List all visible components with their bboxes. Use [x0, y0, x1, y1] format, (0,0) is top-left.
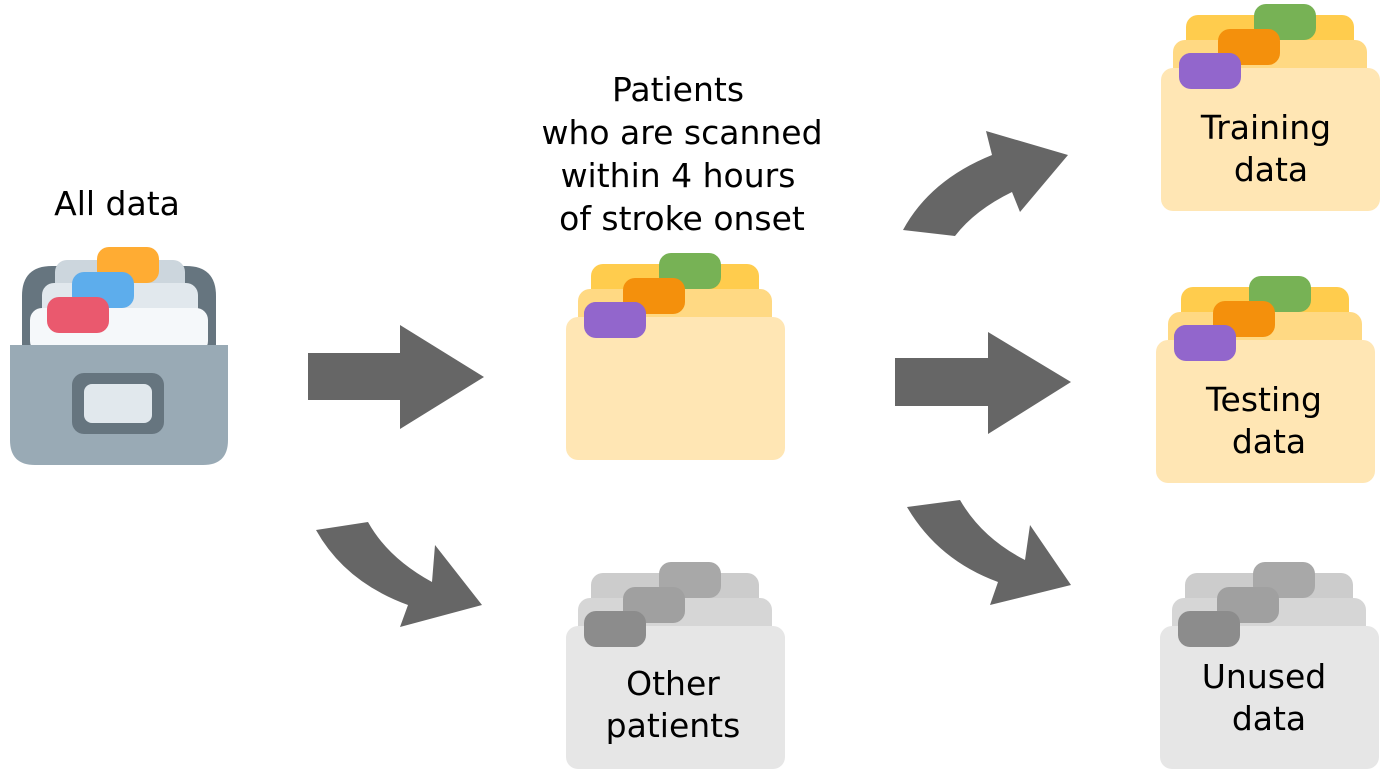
arrow-to-unused-icon [907, 500, 1071, 605]
training-label-line2: data [1234, 150, 1308, 189]
other-patients-label-line2: patients [606, 706, 741, 745]
patients-label-line4: of stroke onset [559, 199, 805, 238]
patients-label-line2: who are scanned [541, 113, 822, 152]
testing-label-line1: Testing [1205, 380, 1322, 419]
arrow-to-testing-icon [895, 332, 1071, 434]
other-patients-label-line1: Other [626, 664, 720, 703]
all-data-label: All data [54, 184, 180, 223]
unused-label-line1: Unused [1202, 657, 1326, 696]
training-label-line1: Training [1200, 108, 1331, 147]
patients-label-line1: Patients [612, 70, 744, 109]
arrow-to-patients-icon [308, 325, 484, 429]
arrow-to-other-patients-icon [316, 522, 482, 627]
patients-folder-icon [566, 253, 785, 460]
all-data-box-icon [10, 247, 228, 465]
patients-label-line3: within 4 hours [561, 156, 796, 195]
testing-label-line2: data [1232, 422, 1306, 461]
unused-label-line2: data [1232, 699, 1306, 738]
arrow-to-training-icon [903, 131, 1068, 236]
